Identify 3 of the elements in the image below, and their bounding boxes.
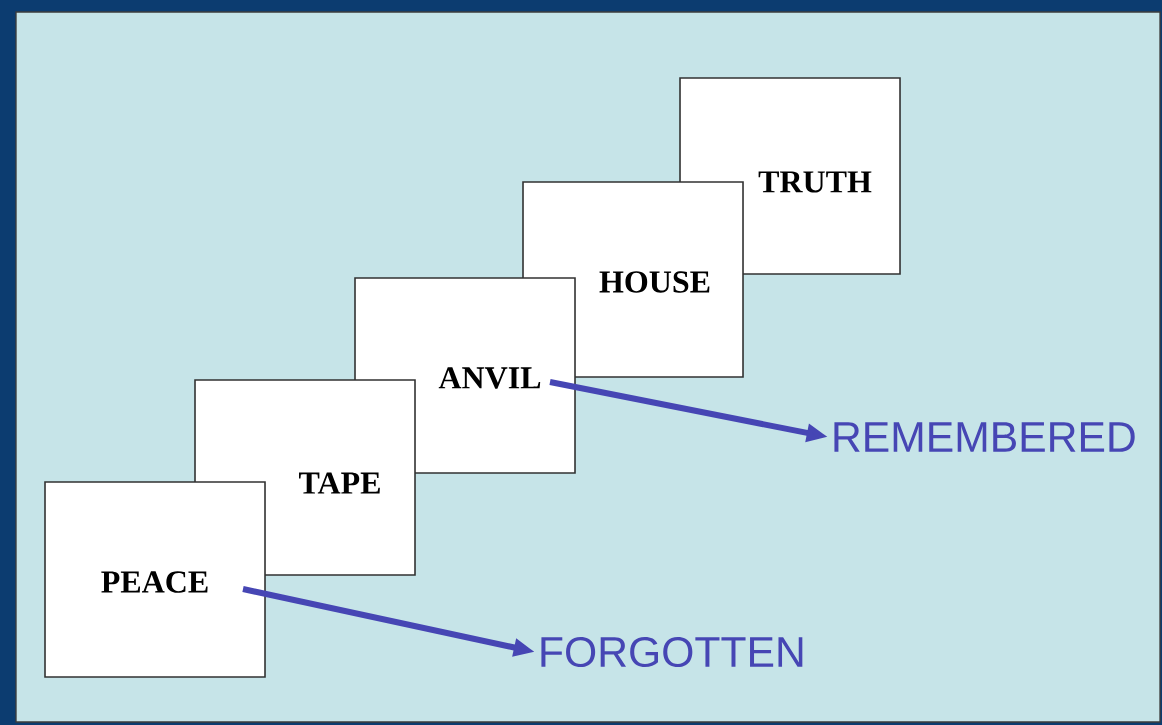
outcome-label: REMEMBERED bbox=[834, 422, 1135, 452]
outcome-label: FORGOTTEN bbox=[541, 636, 803, 668]
word-card: PEACE bbox=[44, 481, 266, 678]
